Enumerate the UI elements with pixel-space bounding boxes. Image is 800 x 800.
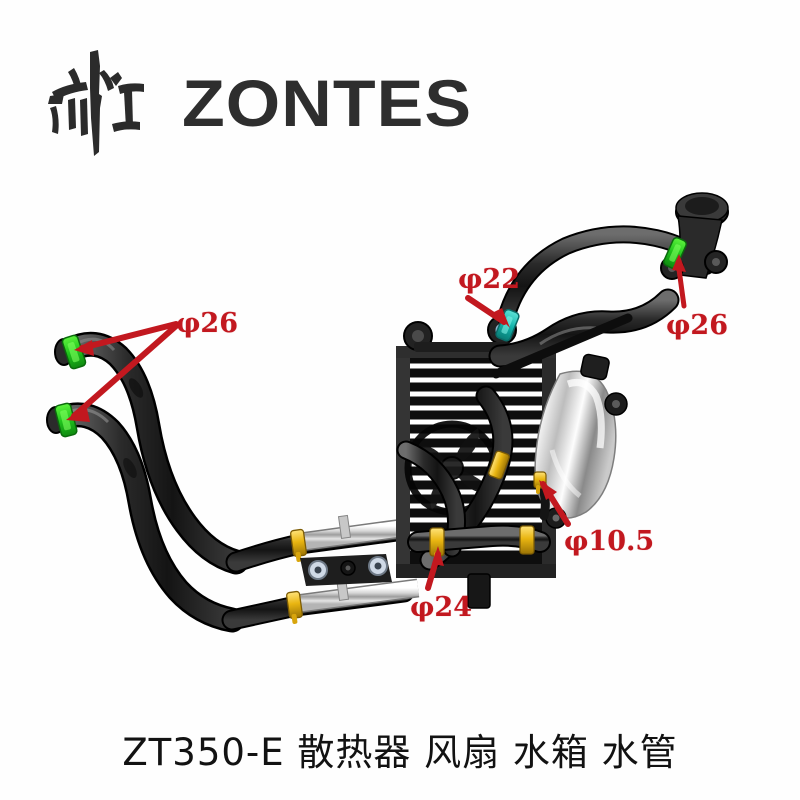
clamp-gold-right-lower — [519, 525, 535, 555]
zontes-calligraphy-mark-icon — [40, 48, 160, 158]
callout-label-phi22: φ22 — [458, 264, 521, 295]
callout-arrows — [66, 254, 687, 670]
radiator-assembly-illustration — [0, 150, 800, 710]
radiator-bottom-outlet — [467, 573, 491, 609]
lower-radiator-hose — [407, 524, 551, 553]
support-rod — [491, 313, 633, 379]
clamp-gold-upper-pipe — [289, 528, 308, 562]
clamp-green-phi26-right — [663, 236, 687, 270]
callout-label-phi24: φ24 — [410, 592, 473, 623]
callout-label-phi10-5: φ10.5 — [564, 526, 655, 557]
clamp-gold-lower-pipe — [285, 590, 304, 624]
callout-label-phi26-right: φ26 — [666, 310, 729, 341]
product-caption: ZT350-E 散热器 风扇 水箱 水管 — [122, 731, 678, 774]
mounting-bracket — [300, 554, 392, 586]
brand-wordmark: ZONTES — [182, 66, 473, 140]
brand-logo: ZONTES — [40, 48, 471, 158]
filler-neck-cap — [660, 192, 729, 280]
clamp-gold-radiator-face — [488, 450, 510, 480]
filler-neck-hose — [488, 288, 680, 368]
callout-label-phi26-left: φ26 — [176, 308, 239, 339]
